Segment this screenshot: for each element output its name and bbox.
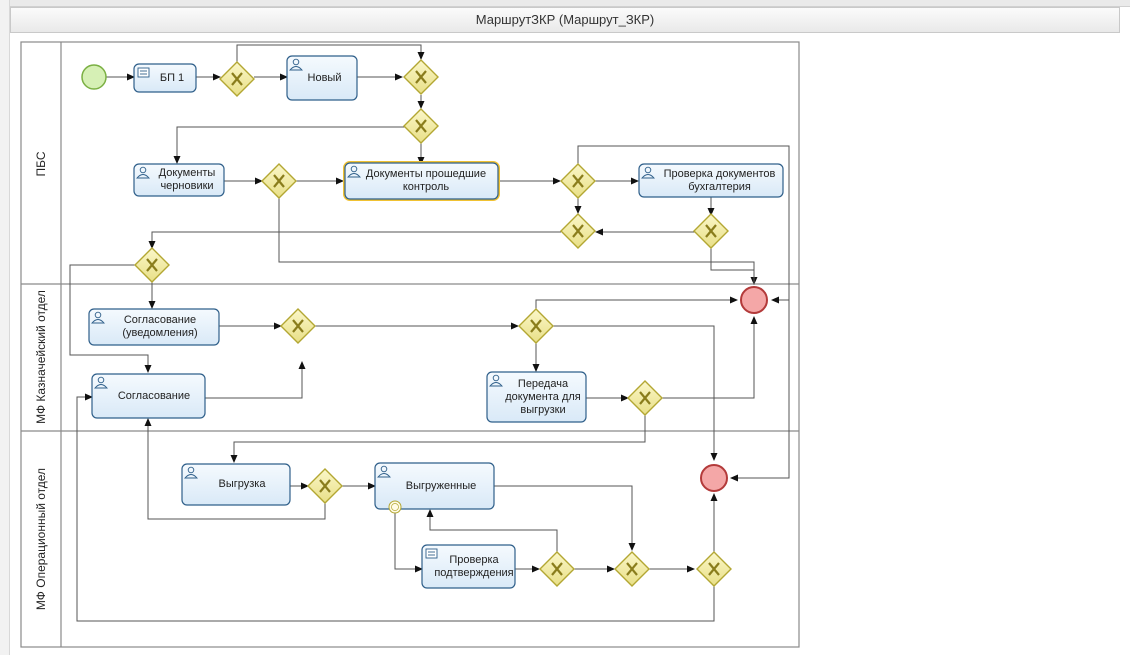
flow	[730, 300, 790, 482]
exclusive-gateway[interactable]	[261, 163, 297, 199]
user-icon	[184, 466, 198, 479]
x-icon	[639, 391, 651, 405]
flow	[552, 325, 718, 461]
x-icon	[626, 562, 638, 576]
flow	[662, 316, 758, 399]
x-icon	[292, 319, 304, 333]
exclusive-gateway[interactable]	[403, 59, 439, 95]
flow	[230, 414, 646, 463]
flow	[76, 393, 715, 622]
lane-label-kazn: МФ Казначейский отдел	[34, 290, 48, 424]
exclusive-gateway[interactable]	[627, 380, 663, 416]
exclusive-gateway[interactable]	[693, 213, 729, 249]
task-chernoviki[interactable]	[133, 163, 225, 197]
x-icon	[273, 174, 285, 188]
flow	[426, 509, 558, 553]
x-icon	[708, 562, 720, 576]
gateways	[134, 59, 732, 587]
exclusive-gateway[interactable]	[539, 551, 575, 587]
start-event[interactable]	[81, 64, 107, 90]
task-proverka-buh[interactable]	[638, 163, 784, 198]
tasks	[88, 55, 784, 589]
x-icon	[146, 258, 158, 272]
exclusive-gateway[interactable]	[518, 308, 554, 344]
task-proverka-podtv[interactable]	[421, 544, 516, 589]
lane-label-oper: МФ Операционный отдел	[34, 467, 48, 611]
flow	[394, 506, 423, 573]
x-icon	[231, 72, 243, 86]
user-icon	[289, 58, 303, 71]
flow	[148, 231, 561, 249]
exclusive-gateway[interactable]	[614, 551, 650, 587]
window-title: МаршрутЗКР (Маршрут_ЗКР)	[10, 7, 1120, 33]
x-icon	[551, 562, 563, 576]
flow	[173, 126, 405, 164]
user-icon	[91, 311, 105, 324]
lane-label-pbs: ПБС	[34, 151, 48, 177]
top-strip	[0, 0, 1130, 7]
user-icon	[347, 165, 361, 178]
x-icon	[572, 174, 584, 188]
script-icon	[425, 548, 438, 559]
left-edge	[0, 0, 10, 655]
task-vygruzka[interactable]	[181, 463, 291, 506]
exclusive-gateway[interactable]	[280, 308, 316, 344]
flow	[535, 296, 738, 310]
flow	[205, 361, 306, 399]
exclusive-gateway[interactable]	[134, 247, 170, 283]
flow	[494, 485, 636, 551]
user-icon	[94, 376, 108, 389]
task-proshedshie[interactable]	[344, 162, 499, 200]
task-icons	[91, 58, 655, 559]
x-icon	[530, 319, 542, 333]
task-bp1[interactable]	[133, 63, 197, 93]
task-vygruzhennye[interactable]	[374, 462, 495, 510]
task-soglas-uved[interactable]	[88, 308, 220, 346]
exclusive-gateway[interactable]	[560, 213, 596, 249]
flow	[69, 264, 152, 373]
end-event[interactable]	[740, 286, 768, 314]
flow	[710, 248, 755, 284]
exclusive-gateway[interactable]	[403, 108, 439, 144]
user-icon	[489, 374, 503, 387]
task-soglasovanie[interactable]	[91, 373, 206, 419]
exclusive-gateway[interactable]	[696, 551, 732, 587]
end-event[interactable]	[700, 464, 728, 492]
flow	[144, 418, 326, 520]
x-icon	[415, 70, 427, 84]
timer-event-icon[interactable]	[388, 500, 402, 514]
sequence-flows	[69, 44, 790, 622]
exclusive-gateway[interactable]	[219, 61, 255, 97]
script-icon	[137, 67, 150, 78]
exclusive-gateway[interactable]	[560, 163, 596, 199]
x-icon	[319, 479, 331, 493]
x-icon	[415, 119, 427, 133]
exclusive-gateway[interactable]	[307, 468, 343, 504]
flow	[577, 145, 790, 304]
x-icon	[705, 224, 717, 238]
user-icon	[641, 166, 655, 179]
task-peredacha[interactable]	[486, 371, 587, 423]
x-icon	[572, 224, 584, 238]
flow	[236, 44, 425, 62]
user-icon	[377, 465, 391, 478]
task-novyi[interactable]	[286, 55, 358, 101]
user-icon	[136, 166, 150, 179]
